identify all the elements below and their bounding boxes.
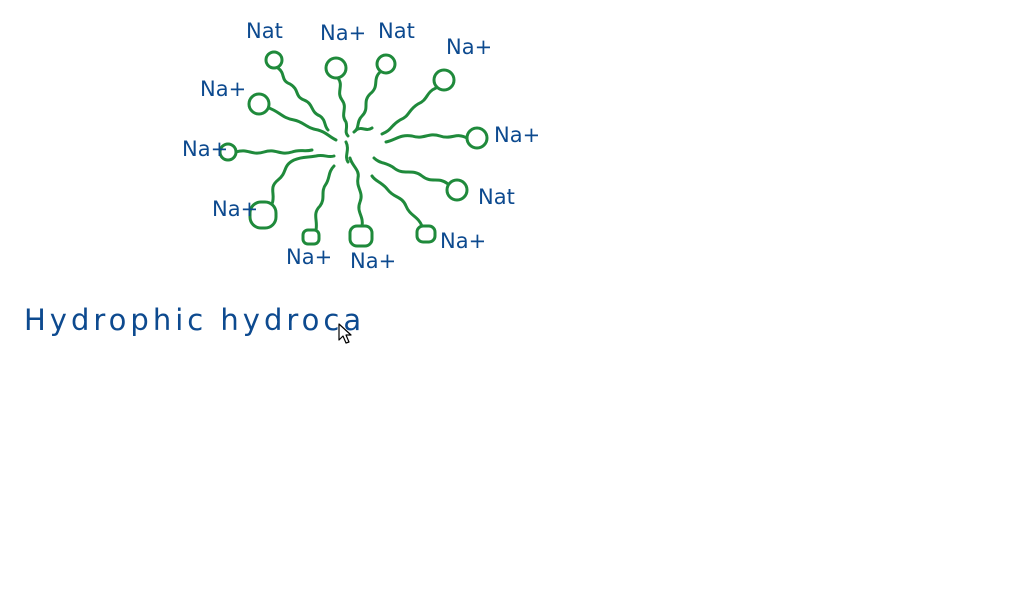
polar-head — [375, 53, 397, 75]
surfactant-molecule — [324, 56, 350, 138]
surfactant-molecule — [301, 164, 336, 246]
hydrocarbon-tail — [370, 174, 424, 228]
hydrocarbon-tail — [380, 86, 438, 136]
handwritten-note: Hydrophic hydroca — [24, 303, 365, 337]
surfactant-molecule — [247, 92, 338, 142]
surfactant-molecule — [380, 68, 456, 136]
hydrocarbon-tail — [276, 66, 330, 132]
hydrocarbon-tail — [234, 148, 314, 155]
counter-ion-label: Na+ — [494, 123, 540, 147]
counter-ion-label: Na+ — [200, 77, 246, 101]
polar-head — [248, 200, 278, 230]
hydrocarbon-tail-fragment — [354, 126, 374, 132]
polar-head — [445, 178, 469, 202]
counter-ion-label: Na+ — [182, 137, 228, 161]
hydrocarbon-tail — [336, 76, 350, 138]
hydrocarbon-tail — [270, 153, 336, 206]
counter-ion-label: Na+ — [212, 197, 258, 221]
polar-head — [348, 224, 374, 248]
counter-ion-label: Nat — [378, 19, 415, 43]
counter-ion-labels: Nat Na+ Nat Na+ Na+ Na+ Na+ Nat Na+ Na+ … — [182, 19, 540, 273]
hydrocarbon-tail — [352, 70, 382, 134]
polar-head — [247, 92, 271, 116]
micelle-diagram — [218, 50, 489, 248]
hydrocarbon-tail-fragment — [344, 140, 350, 164]
counter-ion-label: Na+ — [320, 21, 366, 45]
surfactant-molecule — [348, 156, 374, 248]
polar-head — [324, 56, 348, 80]
hydrocarbon-tail — [348, 156, 364, 228]
surfactant-molecule — [248, 153, 336, 230]
surfactant-molecule — [370, 174, 437, 244]
hydrocarbon-tail — [267, 106, 338, 142]
counter-ion-label: Na+ — [446, 35, 492, 59]
polar-head — [264, 50, 284, 70]
surfactant-molecule — [218, 142, 314, 162]
surfactant-molecule — [372, 156, 469, 202]
surfactant-molecule — [264, 50, 330, 132]
counter-ion-label: Nat — [246, 19, 283, 43]
hydrocarbon-tail — [314, 164, 336, 232]
counter-ion-label: Na+ — [440, 229, 486, 253]
polar-head — [415, 224, 437, 244]
arrow-pointer-icon — [338, 323, 352, 344]
counter-ion-label: Na+ — [286, 245, 332, 269]
hydrocarbon-tail — [384, 133, 469, 144]
surfactant-molecule — [352, 53, 397, 134]
counter-ion-label: Nat — [478, 185, 515, 209]
surfactant-molecule — [384, 126, 489, 150]
counter-ion-label: Na+ — [350, 249, 396, 273]
hydrocarbon-tail — [372, 156, 450, 186]
polar-head — [301, 228, 321, 246]
polar-head — [465, 126, 489, 150]
polar-head — [432, 68, 456, 92]
